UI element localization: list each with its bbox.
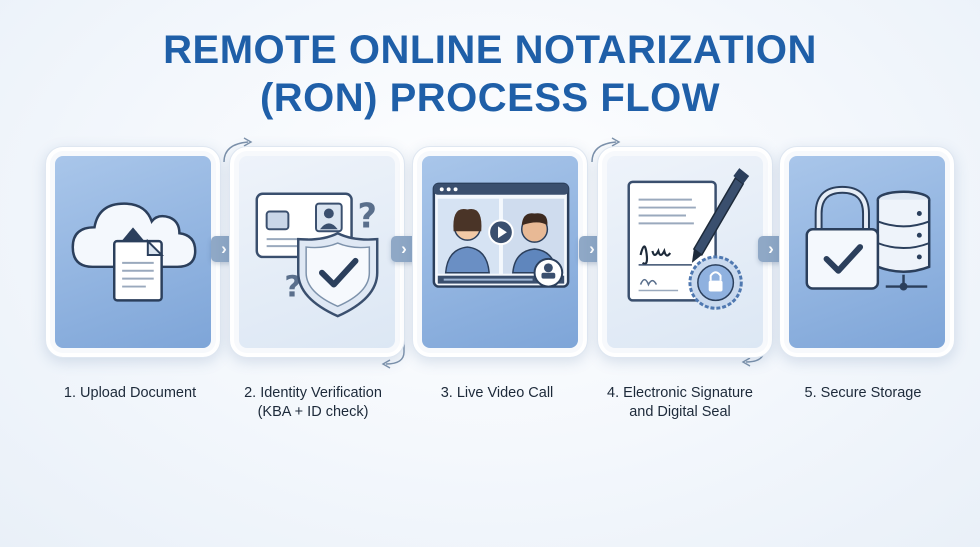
step-3-label-text: 3. Live Video Call [440,385,554,401]
step-1-label: 1. Upload Document [35,384,225,403]
flow-arrow-icon [381,332,405,369]
step-2-label-line-2: (KBA + ID check) [257,404,369,420]
step-5-panel [789,156,945,348]
step-4-label-line-1: 4. Electronic Signature [607,385,753,401]
step-2-label-line-1: 2. Identity Verification [244,385,382,401]
cloud-upload-document-icon [71,202,197,302]
step-4-card [597,146,773,358]
step-2-panel: ? ? [239,156,395,348]
signed-document-pen-seal-icon [627,168,750,310]
page-title-line-2: (RON) PROCESS FLOW [259,76,721,120]
step-1-panel [55,156,211,348]
step-4-label-line-2: and Digital Seal [629,404,731,420]
step-5-card [779,146,955,358]
step-2-card: ? ? [229,146,405,358]
svg-text:?: ? [357,196,376,235]
step-5-label-text: 5. Secure Storage [804,385,922,401]
step-1-label-text: 1. Upload Document [63,385,197,401]
step-5-label: 5. Secure Storage [768,384,958,403]
flow-arrow-icon [223,137,253,163]
step-3-label: 3. Live Video Call [402,384,592,403]
id-card-shield-icon: ? ? [255,192,379,318]
flow-arrow-icon [591,137,621,163]
step-4-label: 4. Electronic Signature and Digital Seal [585,384,775,422]
step-1-card [45,146,221,358]
video-call-icon [432,182,570,288]
page-title-line-1: REMOTE ONLINE NOTARIZATION [163,28,817,72]
step-3-card [412,146,588,358]
svg-text:?: ? [284,269,301,303]
padlock-server-icon [805,185,931,291]
step-4-panel [607,156,763,348]
step-2-label: 2. Identity Verification (KBA + ID check… [218,384,408,422]
step-3-panel [422,156,578,348]
